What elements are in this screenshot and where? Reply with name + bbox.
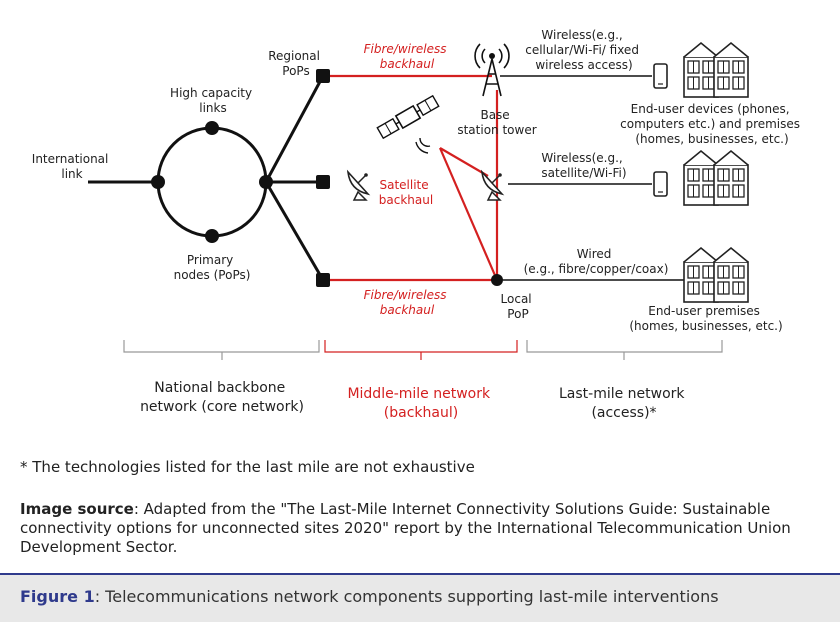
national-backbone-label: National backbone network (core network) bbox=[140, 380, 304, 415]
network-diagram: International link High capacity links P… bbox=[32, 28, 804, 421]
branch-to-lower-node bbox=[264, 181, 325, 281]
wired-access-label: Wired (e.g., fibre/copper/coax) bbox=[524, 247, 669, 276]
house-icon-middle-2 bbox=[713, 150, 749, 206]
wireless-access-label-2: Wireless(e.g., satellite/Wi-Fi) bbox=[541, 151, 626, 180]
regional-pop-node bbox=[316, 69, 330, 83]
image-source: Image source: Adapted from the "The Last… bbox=[20, 500, 820, 557]
signal-waves-icon bbox=[415, 137, 431, 154]
middle-mile-bracket bbox=[324, 340, 518, 360]
house-icon-bottom bbox=[683, 247, 719, 303]
wireless-access-label-1: Wireless(e.g., cellular/Wi-Fi/ fixed wir… bbox=[525, 28, 643, 72]
figure-label: Figure 1 bbox=[20, 587, 95, 606]
backbone-ring bbox=[156, 126, 268, 238]
primary-node-left bbox=[151, 175, 165, 189]
backhaul-bottom-label: Fibre/wireless backhaul bbox=[364, 288, 451, 317]
middle-mile-label: Middle-mile network (backhaul) bbox=[347, 386, 494, 421]
house-icon-top bbox=[683, 42, 719, 98]
last-mile-bracket bbox=[526, 340, 723, 360]
house-icon-middle bbox=[683, 150, 719, 206]
footnote: * The technologies listed for the last m… bbox=[20, 458, 475, 476]
end-user-premises-label: End-user premises (homes, businesses, et… bbox=[629, 304, 782, 333]
satellite-dish-icon-left bbox=[347, 171, 369, 201]
satellite-dish-icon-right bbox=[481, 171, 503, 201]
backhaul-top-label: Fibre/wireless backhaul bbox=[364, 42, 451, 71]
local-pop-label: Local PoP bbox=[501, 292, 536, 321]
figure-caption: Figure 1: Telecommunications network com… bbox=[0, 573, 840, 622]
figure-caption-text: : Telecommunications network components … bbox=[94, 587, 719, 606]
house-icon-bottom-2 bbox=[713, 247, 749, 303]
satellite-backhaul-label: Satellite backhaul bbox=[379, 178, 433, 207]
national-bracket bbox=[123, 340, 320, 360]
backhaul-satellite-to-local bbox=[438, 147, 499, 281]
base-station-label: Base station tower bbox=[457, 108, 536, 137]
regional-pops-label: Regional PoPs bbox=[268, 49, 324, 78]
base-station-tower-icon bbox=[474, 43, 510, 97]
primary-nodes-label: Primary nodes (PoPs) bbox=[174, 253, 251, 282]
satellite-pop-node bbox=[316, 175, 330, 189]
phone-icon-top bbox=[653, 63, 668, 89]
branch-to-regional-pop bbox=[264, 75, 325, 183]
satellite-icon bbox=[376, 94, 440, 140]
backhaul-satellite-to-dish bbox=[439, 147, 489, 177]
international-link-label: International link bbox=[32, 152, 112, 181]
primary-node-bottom bbox=[205, 229, 219, 243]
lower-pop-node bbox=[316, 273, 330, 287]
phone-icon-middle bbox=[653, 171, 668, 197]
local-pop-node bbox=[491, 274, 503, 286]
image-source-text: : Adapted from the "The Last-Mile Intern… bbox=[20, 500, 791, 556]
caption-text-wrap: Figure 1: Telecommunications network com… bbox=[20, 587, 719, 606]
end-user-devices-label: End-user devices (phones, computers etc.… bbox=[620, 102, 804, 146]
house-icon-top-2 bbox=[713, 42, 749, 98]
last-mile-label: Last-mile network (access)* bbox=[559, 386, 689, 421]
primary-node-top bbox=[205, 121, 219, 135]
high-capacity-label: High capacity links bbox=[170, 86, 256, 115]
image-source-label: Image source bbox=[20, 500, 134, 518]
